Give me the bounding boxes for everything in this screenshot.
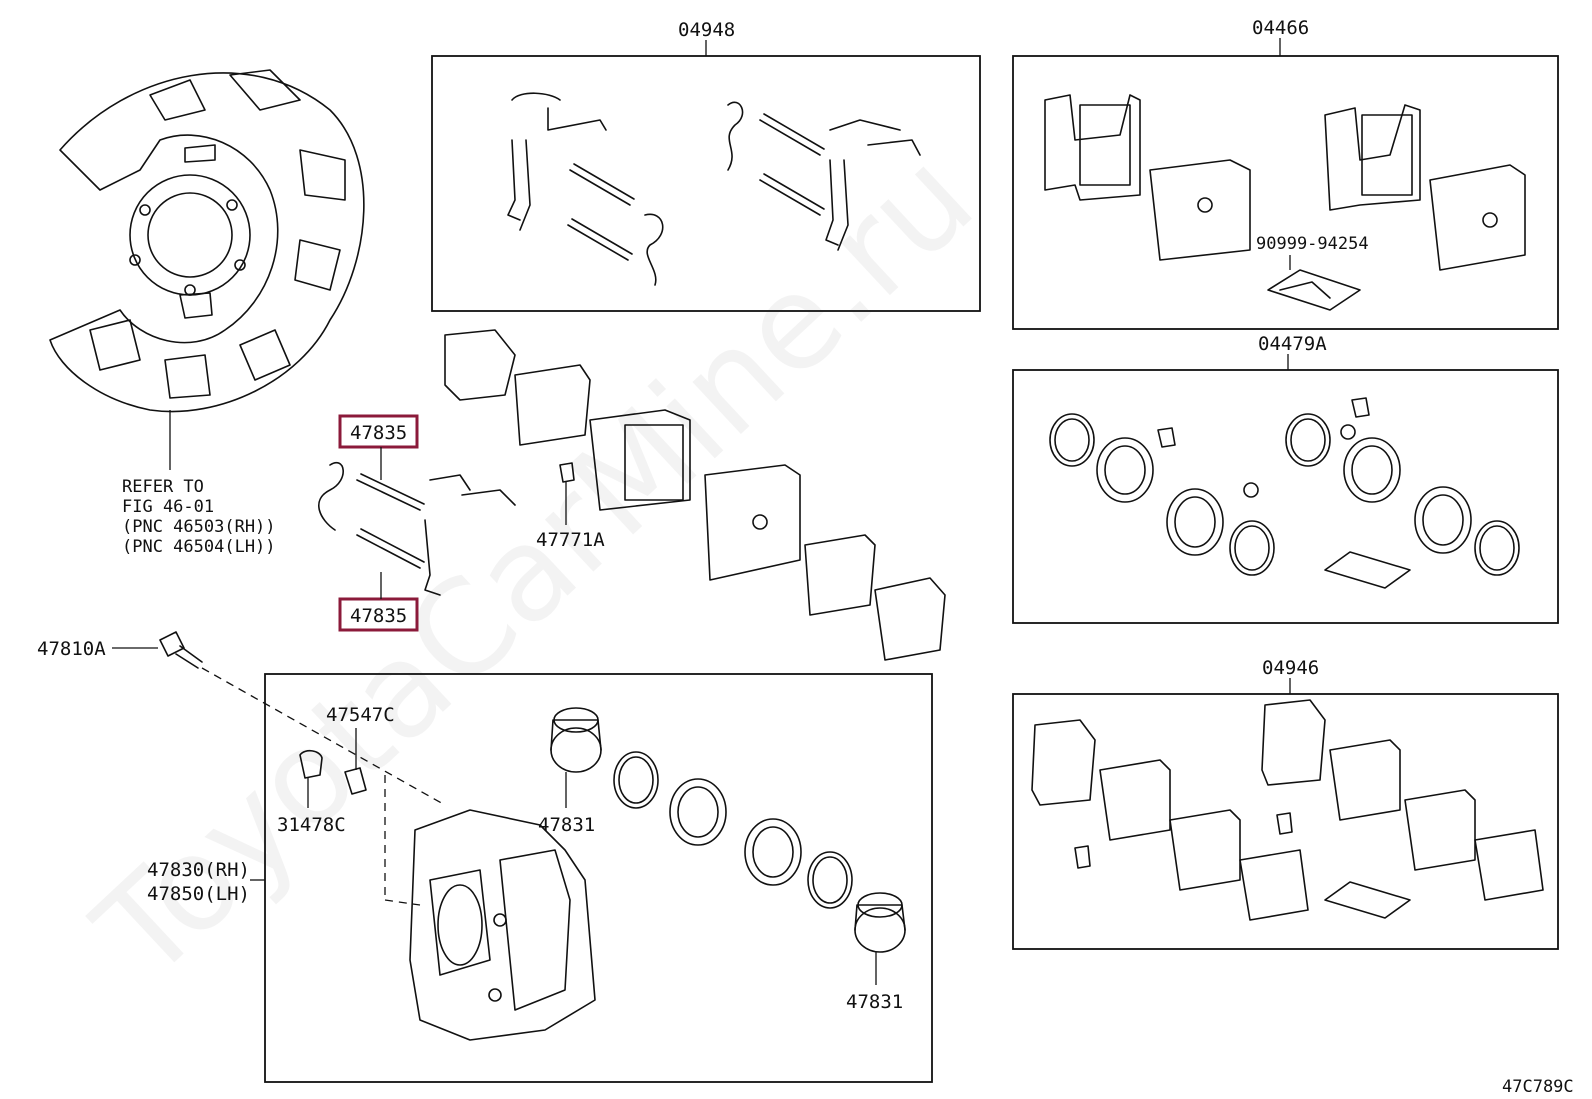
refer-line-3: (PNC 46503(RH))	[122, 517, 276, 537]
04948-contents	[507, 92, 921, 286]
refer-line-1: REFER TO	[122, 477, 204, 497]
04479A-contents	[1049, 397, 1520, 589]
label-47850[interactable]: 47850(LH)	[147, 883, 250, 905]
04466-contents	[1044, 94, 1526, 311]
refer-line-2: FIG 46-01	[122, 497, 214, 517]
label-47835-top[interactable]: 47835	[350, 422, 407, 444]
kit-box-04946	[1012, 693, 1559, 950]
label-47547C[interactable]: 47547C	[326, 704, 395, 726]
figure-code: 47C789C	[1502, 1077, 1574, 1097]
kit-label-04479A[interactable]: 04479A	[1258, 333, 1327, 355]
label-47831-b[interactable]: 47831	[846, 991, 903, 1013]
label-90999-94254[interactable]: 90999-94254	[1256, 234, 1369, 254]
bolt-47810A	[159, 631, 203, 669]
bleeder-47547C	[344, 767, 367, 795]
kit-box-04479A	[1012, 369, 1559, 624]
piston-seal-set	[550, 707, 906, 953]
pin-set-47835	[318, 462, 516, 596]
sensor-47771A	[559, 462, 575, 483]
label-47835-bottom[interactable]: 47835	[350, 605, 407, 627]
kit-box-04466	[1012, 55, 1559, 330]
label-47810A[interactable]: 47810A	[37, 638, 106, 660]
cap-31478C	[299, 749, 323, 779]
caliper-box	[264, 673, 933, 1083]
pad-shim-stack	[444, 329, 946, 661]
label-47830[interactable]: 47830(RH)	[147, 859, 250, 881]
kit-label-04946[interactable]: 04946	[1262, 657, 1319, 679]
04946-contents	[1031, 699, 1544, 921]
kit-label-04466[interactable]: 04466	[1252, 17, 1309, 39]
highlight-47835-top	[338, 414, 419, 449]
label-31478C[interactable]: 31478C	[277, 814, 346, 836]
caliper-body	[409, 809, 596, 1041]
label-47831-a[interactable]: 47831	[538, 814, 595, 836]
kit-label-04948[interactable]: 04948	[678, 19, 735, 41]
label-47771A[interactable]: 47771A	[536, 529, 605, 551]
dust-shield-illustration	[49, 69, 365, 413]
refer-line-4: (PNC 46504(LH))	[122, 537, 276, 557]
highlight-47835-bottom	[338, 597, 419, 632]
